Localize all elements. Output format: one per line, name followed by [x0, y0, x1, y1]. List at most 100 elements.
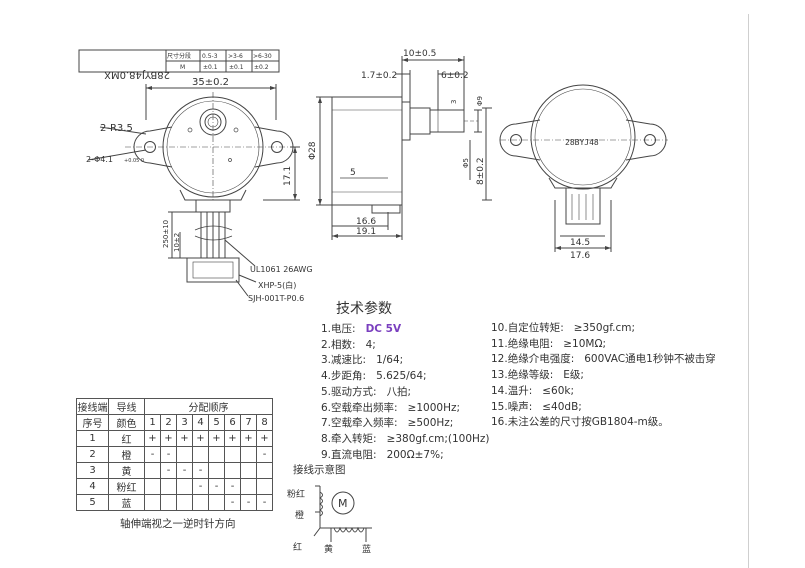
param-item: 4.步距角:5.625/64; [321, 368, 427, 383]
param-item: 1.电压:DC 5V [321, 321, 401, 336]
dim-width: 35±0.2 [192, 77, 229, 88]
sequence-cell: - [160, 446, 177, 463]
param-item: 6.空载牵出频率: ≥1000Hz; [321, 400, 460, 415]
sequence-cell [208, 494, 225, 511]
sequence-cell [192, 446, 209, 463]
wire-red: 红 [293, 541, 302, 553]
dim-radius: 2-R3.5 [100, 123, 133, 134]
sequence-cell [192, 494, 209, 511]
sequence-cell [256, 462, 273, 479]
row-color: 黄 [108, 462, 145, 479]
step-header: 4 [192, 414, 209, 431]
param-label: 14.温升: [491, 384, 533, 397]
param-item: 14.温升:≤60k; [491, 383, 574, 398]
sequence-cell [240, 462, 257, 479]
sequence-cell: + [160, 430, 177, 447]
param-label: 6.空载牵出频率: [321, 401, 398, 414]
title-box-row-label: M [180, 64, 185, 71]
sequence-cell [224, 446, 241, 463]
wire-orange: 橙 [295, 509, 304, 521]
sequence-cell: + [224, 430, 241, 447]
row-color: 蓝 [108, 494, 145, 511]
title-box-col-b: >3-6 [228, 53, 243, 60]
back-model-label: 28BYJ48 [565, 138, 599, 147]
housing-spec: XHP-5(白) [258, 280, 296, 290]
sequence-cell: - [256, 446, 273, 463]
sequence-cell: - [224, 494, 241, 511]
param-value: 1/64; [376, 354, 404, 367]
param-value: 八拍; [386, 385, 412, 398]
sequence-cell: - [224, 478, 241, 495]
step-header: 3 [176, 414, 193, 431]
param-item: 10.自定位转矩:≥350gf.cm; [491, 320, 635, 335]
table-header-color: 颜色 [108, 414, 145, 431]
param-value: ≤40dB; [542, 400, 582, 413]
wire-pink: 粉红 [287, 488, 305, 500]
dim-body-diameter: Φ28 [308, 141, 318, 160]
sequence-cell: + [192, 430, 209, 447]
param-item: 11.绝缘电阻: ≥10MΩ; [491, 336, 606, 351]
dim-flat: 3 [450, 100, 458, 104]
row-number: 3 [76, 462, 109, 479]
dim-back-a: 14.5 [570, 238, 590, 248]
table-header-wire: 导线 [108, 398, 145, 415]
title-box-tol-b: ±0.1 [229, 64, 244, 71]
title-box-step-label: 尺寸分段 [167, 52, 191, 60]
sequence-cell: - [240, 494, 257, 511]
param-item: 7.空载牵入频率:≥500Hz; [321, 415, 453, 430]
connector-spec: SJH-001T-P0.6 [248, 294, 304, 303]
back-connector [565, 187, 601, 225]
param-value: ≥10MΩ; [563, 337, 607, 350]
sequence-cell [144, 478, 161, 495]
row-number: 1 [76, 430, 109, 447]
param-value: DC 5V [365, 323, 402, 335]
dim-back-b: 17.6 [570, 251, 590, 261]
dim-strip-length: 10±2 [173, 233, 181, 252]
table-header-sequence: 分配顺序 [144, 398, 273, 415]
sequence-cell [256, 478, 273, 495]
param-label: 3.减速比: [321, 354, 367, 367]
dim-shaft-length: 10±0.5 [403, 49, 436, 59]
row-number: 2 [76, 446, 109, 463]
param-value: E级; [563, 369, 584, 382]
motor-label: M [338, 497, 348, 510]
sequence-cell [176, 478, 193, 495]
sequence-cell [224, 462, 241, 479]
step-header: 8 [256, 414, 273, 431]
param-label: 11.绝缘电阻: [491, 337, 554, 350]
right-border [748, 14, 749, 568]
schematic-title: 接线示意图 [293, 464, 346, 476]
title-box-col-a: 0.5-3 [202, 53, 218, 60]
title-box-col-c: >6-30 [253, 53, 272, 60]
sequence-cell [208, 462, 225, 479]
title-box-tol-a: ±0.1 [203, 64, 218, 71]
step-header: 2 [160, 414, 177, 431]
param-label: 9.直流电阻: [321, 448, 377, 461]
sequence-cell [176, 494, 193, 511]
sequence-cell: - [208, 478, 225, 495]
sequence-cell: - [256, 494, 273, 511]
dim-body-length: 16.6 [356, 217, 376, 227]
sequence-cell: + [208, 430, 225, 447]
params-title: 技术参数 [336, 301, 392, 317]
param-item: 5.驱动方式:八拍; [321, 384, 411, 399]
param-value: ≥1000Hz; [407, 401, 461, 414]
sequence-cell [208, 446, 225, 463]
param-label: 12.绝缘介电强度: [491, 353, 575, 366]
param-item: 9.直流电阻:200Ω±7%; [321, 447, 444, 462]
sequence-cell: + [240, 430, 257, 447]
step-header: 6 [224, 414, 241, 431]
dim-position: 8±0.2 [476, 157, 486, 185]
sequence-cell: - [160, 462, 177, 479]
param-value: ≥500Hz; [407, 417, 454, 430]
title-box-tol-c: ±0.2 [254, 64, 269, 71]
param-label: 2.相数: [321, 338, 356, 351]
param-value: ≥350gf.cm; [573, 322, 636, 334]
model-label-mirrored: 28BYJ48.0MX [104, 69, 170, 80]
dim-height: 17.1 [283, 166, 293, 186]
